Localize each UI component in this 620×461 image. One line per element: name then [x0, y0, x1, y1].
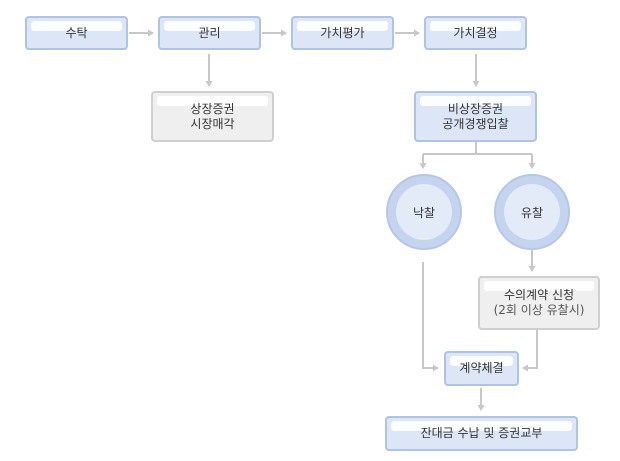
final-payment-delivery: 잔대금 수납 및 증권교부 [385, 416, 578, 451]
step-decision-label: 가치결정 [453, 25, 498, 40]
step-valuation-label: 가치평가 [320, 25, 365, 40]
arrow-private-contract [522, 330, 538, 372]
listed-sale-line2: 시장매각 [190, 116, 235, 131]
private-contract-application: 수의계약 신청 (2회 이상 유찰시) [478, 276, 600, 330]
step-valuation: 가치평가 [291, 16, 394, 50]
unlisted-public-bid: 비상장증권 공개경쟁입찰 [414, 91, 537, 142]
final-payment-label: 잔대금 수납 및 증권교부 [420, 426, 543, 440]
step-trust: 수탁 [25, 16, 128, 50]
private-contract-line2: (2회 이상 유찰시) [493, 303, 585, 317]
contract-signing-label: 계약체결 [459, 361, 504, 375]
outcome-success: 낙찰 [386, 174, 462, 250]
unlisted-bid-line2: 공개경쟁입찰 [442, 116, 509, 131]
private-contract-line1: 수의계약 신청 [503, 288, 575, 302]
outcome-failure-label: 유찰 [520, 205, 544, 220]
step-manage-label: 관리 [198, 25, 221, 40]
arrow-success-contract [422, 262, 439, 372]
listed-market-sale: 상장증권 시장매각 [151, 91, 274, 142]
listed-sale-line1: 상장증권 [190, 101, 235, 116]
contract-signing: 계약체결 [444, 351, 519, 386]
step-decision: 가치결정 [424, 16, 527, 50]
branch-unlisted-outcomes [423, 142, 477, 155]
step-manage: 관리 [158, 16, 261, 50]
outcome-success-label: 낙찰 [412, 205, 436, 220]
outcome-failure: 유찰 [494, 174, 570, 250]
unlisted-bid-line1: 비상장증권 [447, 101, 504, 116]
step-trust-label: 수탁 [65, 25, 88, 40]
